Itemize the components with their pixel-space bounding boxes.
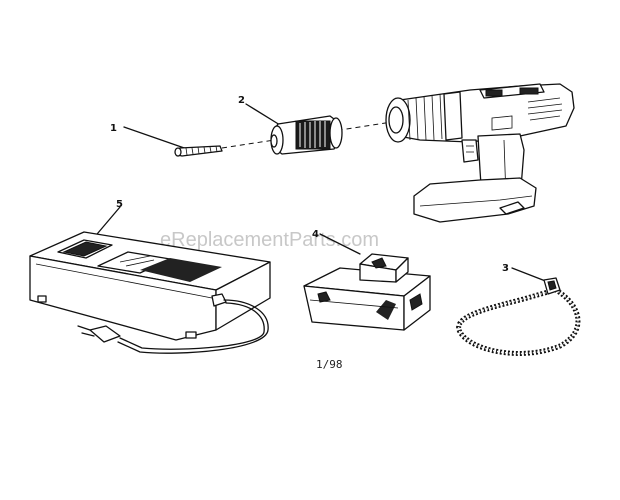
- part-5-label: 5: [116, 199, 123, 210]
- part-1-screw[interactable]: 1: [110, 123, 223, 157]
- drill-body[interactable]: [385, 83, 575, 223]
- battery-pack-icon: [303, 253, 431, 331]
- part-4-battery-pack[interactable]: 4: [303, 229, 431, 331]
- date-code: 1/98: [316, 358, 343, 371]
- watermark-text: eReplacementParts.com: [160, 229, 379, 251]
- chuck-icon: [270, 115, 343, 155]
- part-2-chuck[interactable]: 2: [238, 95, 343, 155]
- charger-icon: [29, 231, 271, 341]
- part-3-wrist-strap[interactable]: 3: [456, 263, 581, 356]
- wrist-strap-icon: [456, 277, 581, 356]
- part-2-label: 2: [238, 95, 245, 106]
- screw-icon: [174, 145, 223, 157]
- power-cord: [117, 299, 269, 354]
- part-3-label: 3: [502, 263, 509, 274]
- part-5-charger[interactable]: 5: [29, 199, 271, 354]
- plug-icon: [77, 325, 121, 343]
- part-4-label: 4: [312, 229, 319, 240]
- part-1-label: 1: [110, 123, 117, 134]
- cordless-drill-icon: [385, 83, 575, 223]
